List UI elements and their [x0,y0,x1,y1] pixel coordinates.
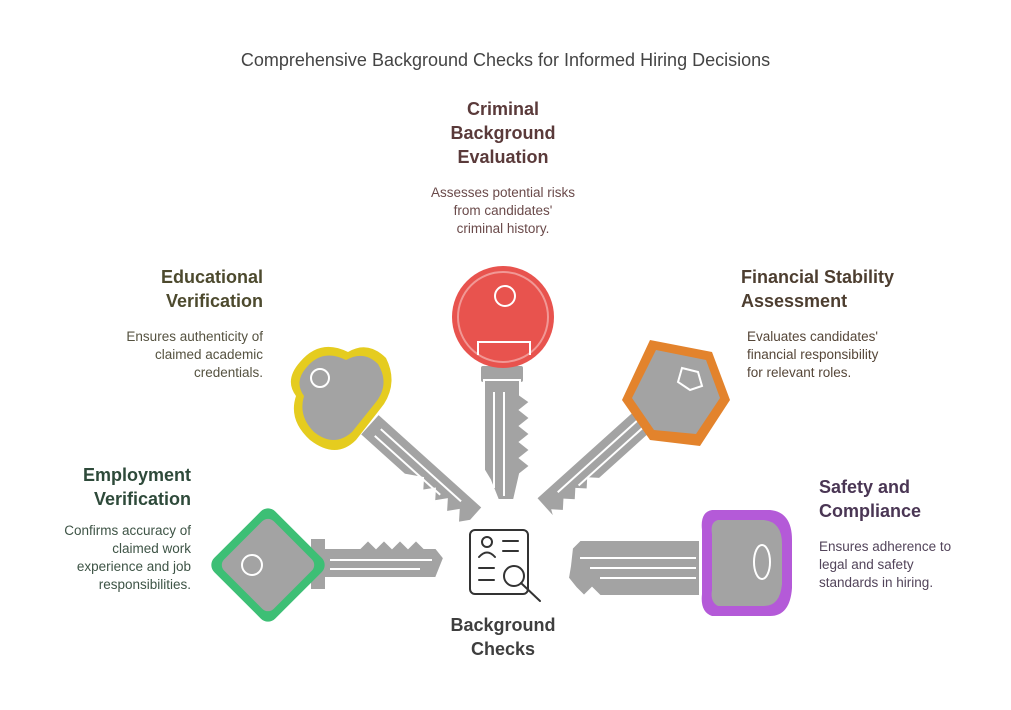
safety-key [566,510,792,616]
safety-key-shaft [566,539,701,598]
criminal-description: Assesses potential risks from candidates… [430,185,576,236]
employment-key-shaft [309,537,446,591]
criminal-key-head [452,266,554,368]
background-check-icon [469,529,541,602]
employment-heading: Employment Verification [82,465,191,509]
criminal-key [452,266,554,501]
educational-key-shaft [358,412,485,525]
person-head [481,536,493,548]
financial-key-shaft [534,403,661,520]
document-outline [469,529,529,595]
educational-heading: Educational Verification [160,267,263,311]
employment-description: Confirms accuracy of claimed work experi… [64,523,191,592]
criminal-heading: Criminal Background Evaluation [450,99,556,167]
magnifier-lens [503,565,525,587]
safety-key-head [701,510,792,616]
financial-heading: Financial Stability Assessment [741,267,895,311]
page-title: Comprehensive Background Checks for Info… [240,50,771,70]
criminal-key-shaft [479,364,532,501]
magnifier-handle [520,582,541,602]
safety-description: Ensures adherence to legal and safety st… [819,539,952,590]
center-label: Background Checks [450,615,556,659]
financial-description: Evaluates candidates' financial responsi… [747,329,879,380]
financial-key-head [622,340,730,446]
educational-key-head [290,346,392,450]
financial-key [534,340,730,520]
person-body [478,551,496,558]
safety-heading: Safety and Compliance [819,477,922,521]
employment-key-head [211,508,325,622]
educational-key [290,346,485,525]
educational-description: Ensures authenticity of claimed academic… [126,329,263,380]
employment-key [211,508,446,622]
